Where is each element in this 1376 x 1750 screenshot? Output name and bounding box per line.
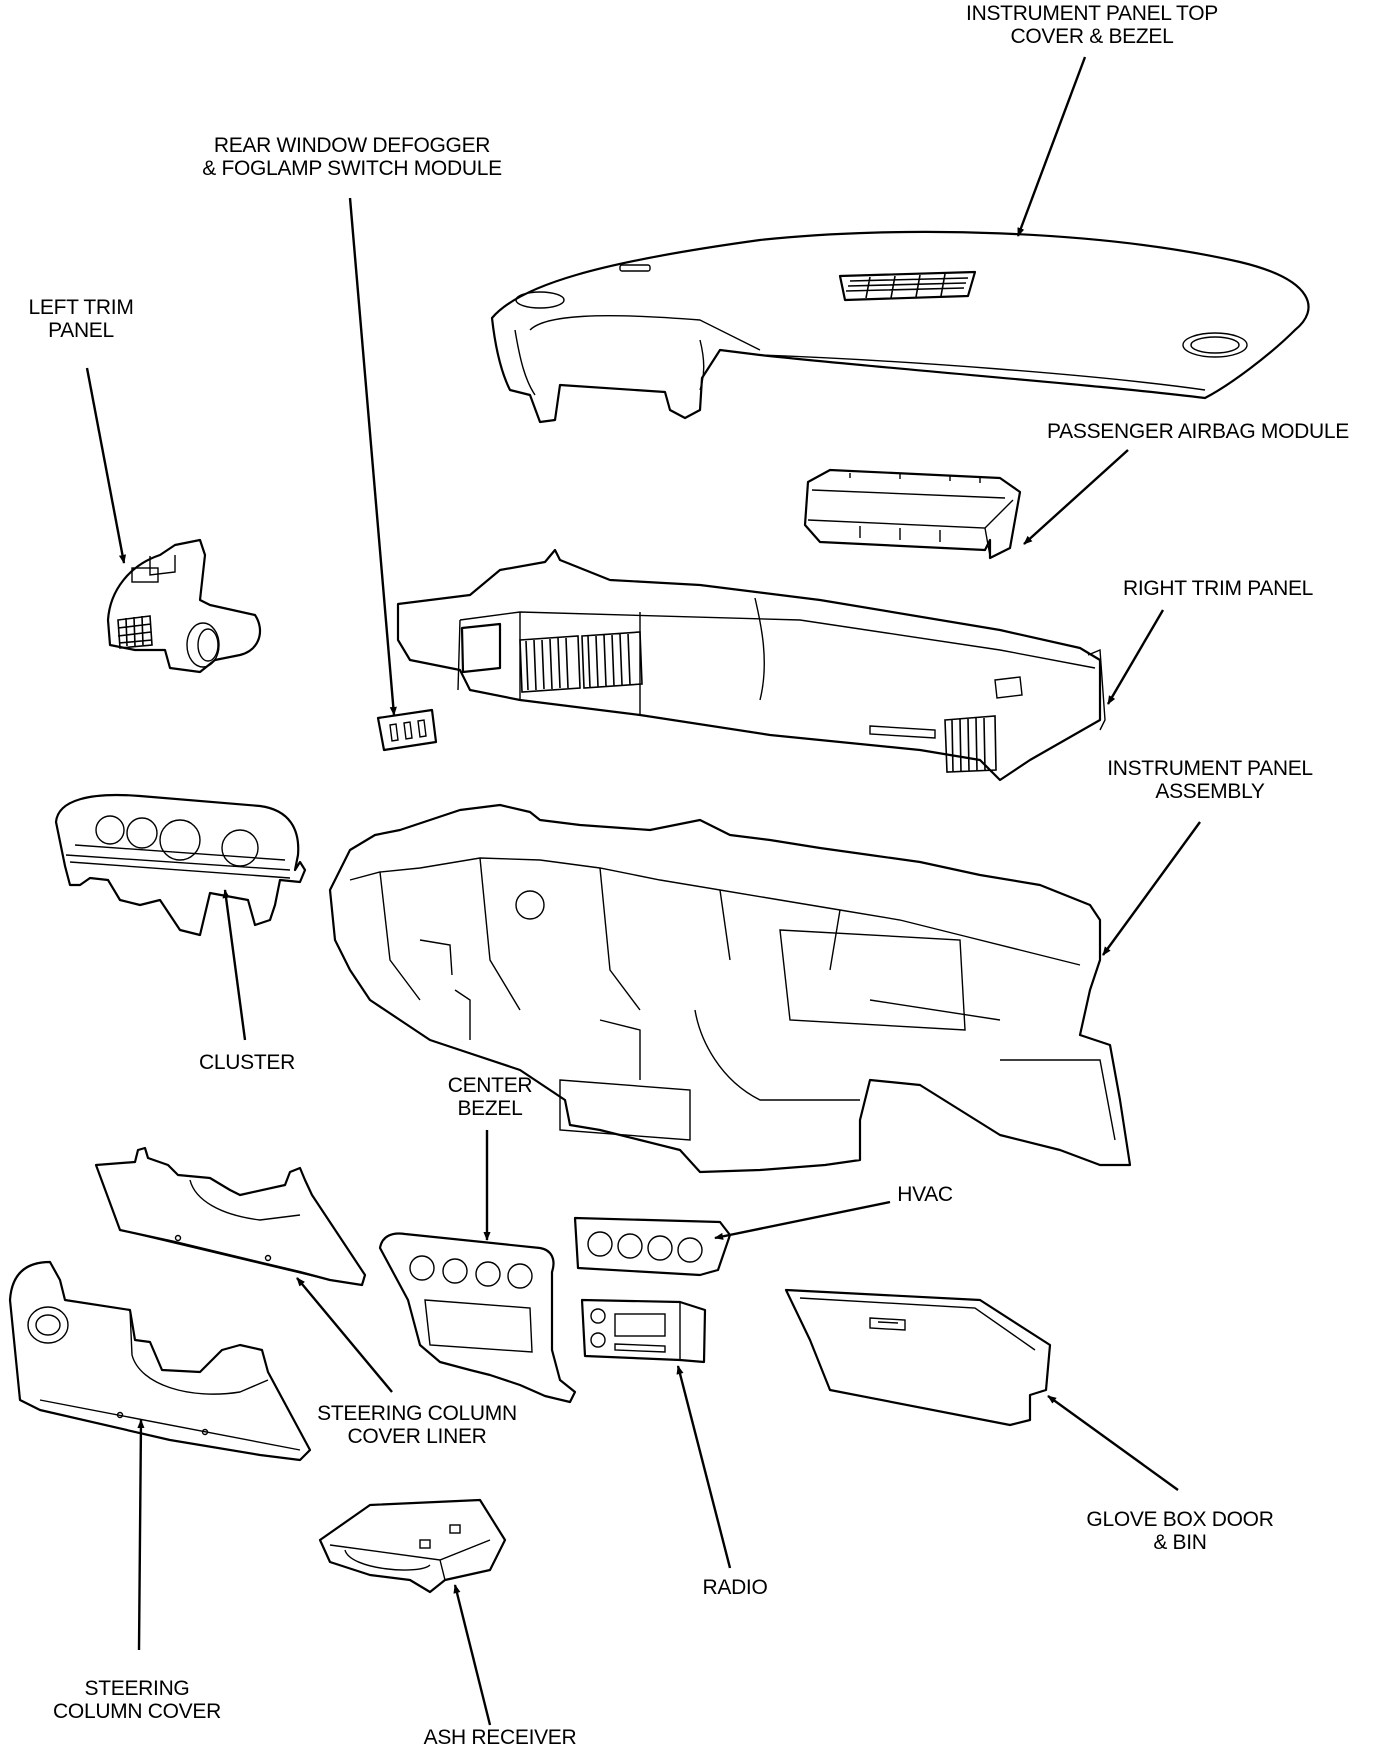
label-line: PANEL <box>48 319 114 342</box>
label-line: RADIO <box>702 1576 768 1599</box>
radio <box>580 1298 707 1364</box>
label-line: BEZEL <box>457 1097 523 1120</box>
label-line: HVAC <box>897 1183 953 1206</box>
hvac-control <box>573 1216 732 1277</box>
passenger-airbag-module <box>803 468 1022 560</box>
label-line: & FOGLAMP SWITCH MODULE <box>202 157 502 180</box>
label-line: REAR WINDOW DEFOGGER <box>213 134 491 157</box>
label-cluster: CLUSTER <box>199 1051 295 1074</box>
label-line: CENTER <box>447 1074 533 1097</box>
label-defogger-switch-module: REAR WINDOW DEFOGGER & FOGLAMP SWITCH MO… <box>202 134 502 180</box>
left-trim-panel <box>106 538 262 674</box>
label-ash-receiver: ASH RECEIVER <box>424 1726 577 1749</box>
label-top-cover-bezel: INSTRUMENT PANEL TOP COVER & BEZEL <box>966 2 1218 48</box>
top-cover-bezel <box>490 230 1310 424</box>
label-instrument-panel-assembly: INSTRUMENT PANEL ASSEMBLY <box>1107 757 1313 803</box>
label-line: STEERING <box>84 1677 190 1700</box>
label-passenger-airbag-module: PASSENGER AIRBAG MODULE <box>1047 420 1349 443</box>
label-line: INSTRUMENT PANEL TOP <box>966 2 1218 25</box>
ash-receiver <box>318 1498 507 1594</box>
label-center-bezel: CENTER BEZEL <box>448 1074 533 1120</box>
label-radio: RADIO <box>702 1576 767 1599</box>
label-line: COVER LINER <box>347 1425 487 1448</box>
label-line: INSTRUMENT PANEL <box>1107 757 1313 780</box>
steering-column-cover <box>8 1260 312 1462</box>
cluster <box>54 793 307 937</box>
label-line: & BIN <box>1153 1531 1207 1554</box>
label-line: RIGHT TRIM PANEL <box>1122 577 1314 600</box>
center-bezel <box>378 1232 577 1404</box>
label-line: GLOVE BOX DOOR <box>1086 1508 1274 1531</box>
upper-instrument-panel <box>396 548 1106 782</box>
leader-lines <box>85 56 1201 1726</box>
label-line: CLUSTER <box>199 1051 295 1074</box>
label-left-trim-panel: LEFT TRIM PANEL <box>28 296 133 342</box>
label-line: LEFT TRIM <box>28 296 134 319</box>
label-glove-box-door-bin: GLOVE BOX DOOR & BIN <box>1086 1508 1273 1554</box>
label-line: PASSENGER AIRBAG MODULE <box>1047 420 1349 443</box>
label-column-cover-liner: STEERING COLUMN COVER LINER <box>317 1402 517 1448</box>
instrument-panel-assembly <box>328 803 1132 1174</box>
label-line: STEERING COLUMN <box>317 1402 517 1425</box>
steering-column-cover-liner <box>94 1146 367 1287</box>
glove-box-door-bin <box>784 1288 1052 1427</box>
label-line: COLUMN COVER <box>53 1700 221 1723</box>
label-line: ASH RECEIVER <box>423 1726 577 1749</box>
label-line: ASSEMBLY <box>1155 780 1265 803</box>
label-right-trim-panel: RIGHT TRIM PANEL <box>1123 577 1313 600</box>
label-line: COVER & BEZEL <box>1010 25 1174 48</box>
label-steering-column-cover: STEERING COLUMN COVER <box>53 1677 221 1723</box>
defogger-switch-module <box>376 708 438 752</box>
label-hvac: HVAC <box>897 1183 953 1206</box>
